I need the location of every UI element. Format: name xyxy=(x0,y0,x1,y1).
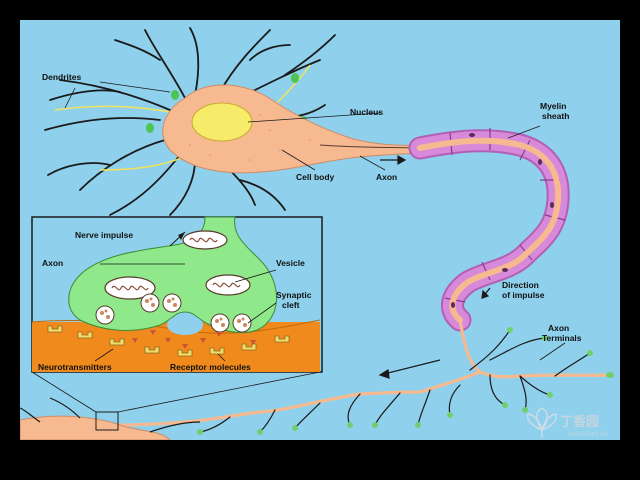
label-terminals-1: Axon xyxy=(548,323,569,333)
vesicles xyxy=(95,293,252,333)
watermark-brand: 丁香园 xyxy=(560,414,599,429)
label-dendrites: Dendrites xyxy=(42,72,81,82)
receptor-molecules xyxy=(47,325,290,357)
label-direction-2: of impulse xyxy=(502,290,545,300)
label-terminals-2: Terminals xyxy=(542,333,582,343)
neuron-diagram: Dendrites Nucleus Myelin sheath Cell bod… xyxy=(20,20,620,440)
presynaptic-terminal xyxy=(68,216,277,334)
label-axon-main: Axon xyxy=(376,172,397,182)
label-nerve-impulse: Nerve impulse xyxy=(75,230,133,240)
terminal-boutons xyxy=(197,327,614,435)
schwann-nuclei xyxy=(451,133,554,308)
myelinated-axon-core xyxy=(417,137,562,323)
dendrites xyxy=(44,27,336,216)
axon-terminals xyxy=(118,318,612,433)
label-neurotransmitters: Neurotransmitters xyxy=(38,362,112,372)
postsynaptic-neuron xyxy=(20,415,171,440)
label-synaptic-2: cleft xyxy=(282,300,300,310)
label-myelin-1: Myelin xyxy=(540,101,566,111)
watermark-flower-icon xyxy=(526,407,558,438)
zoom-line-1 xyxy=(31,371,97,413)
zoom-line-2 xyxy=(117,371,321,413)
watermark: 丁香园 WWW.DXY.CN xyxy=(526,407,608,438)
label-vesicle: Vesicle xyxy=(276,258,305,268)
label-synaptic-1: Synaptic xyxy=(276,290,312,300)
label-nucleus: Nucleus xyxy=(350,107,383,117)
label-leaders xyxy=(64,81,566,362)
label-cell-body: Cell body xyxy=(296,172,335,182)
impulse-arrows xyxy=(378,154,491,379)
nucleus xyxy=(191,102,253,142)
label-direction-1: Direction xyxy=(502,280,539,290)
synapse-inset xyxy=(31,216,323,373)
watermark-url: WWW.DXY.CN xyxy=(568,432,608,438)
mitochondria xyxy=(104,230,251,300)
label-axon-inset: Axon xyxy=(42,258,63,268)
label-receptor-molecules: Receptor molecules xyxy=(170,362,251,372)
neurotransmitters xyxy=(132,330,256,349)
zoom-box xyxy=(95,411,119,431)
label-myelin-2: sheath xyxy=(542,111,569,121)
